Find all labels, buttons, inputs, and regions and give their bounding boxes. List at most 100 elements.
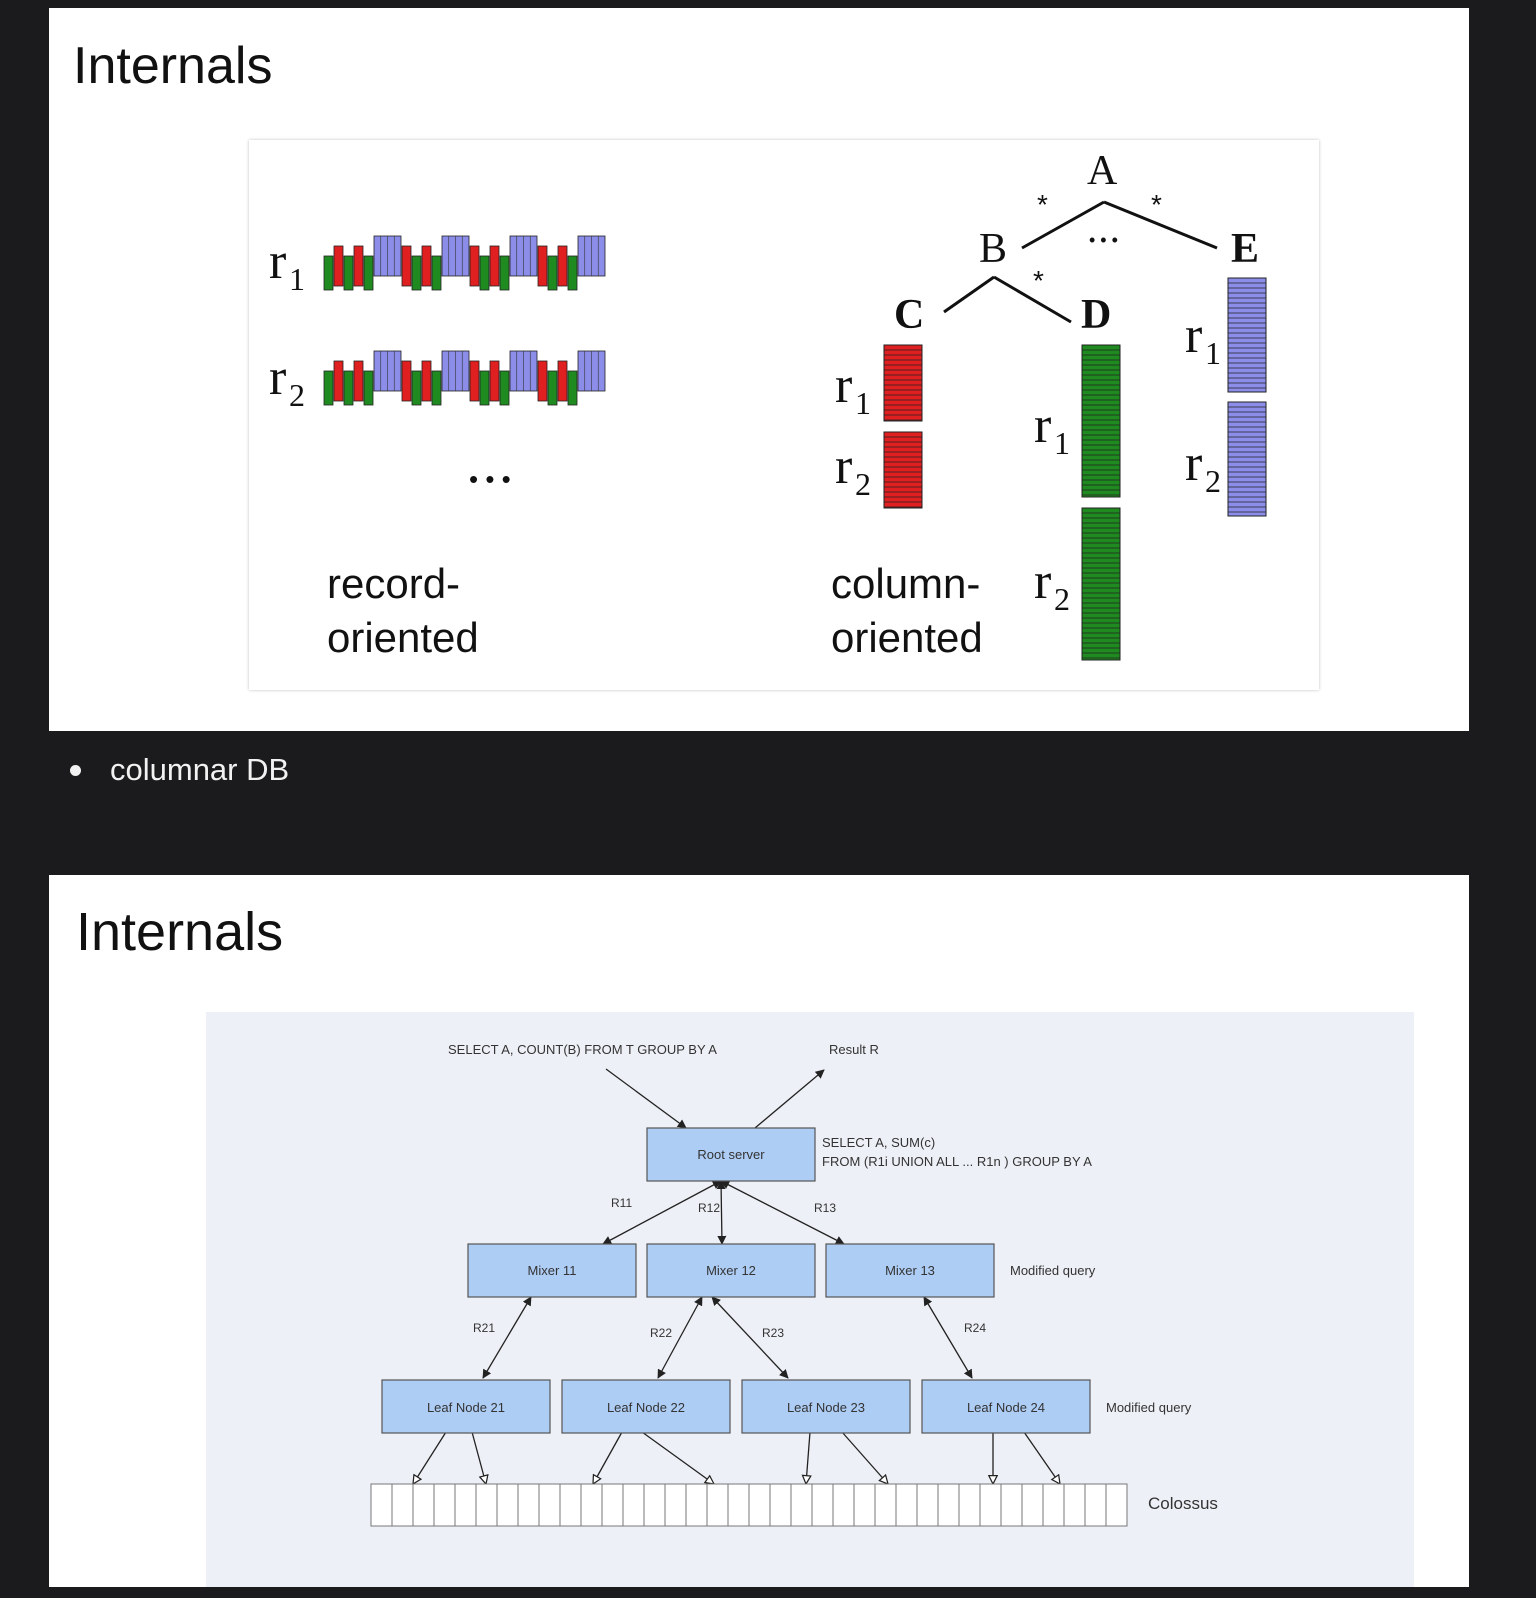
storage-cell [370, 1483, 393, 1527]
col-c-r2: r [835, 438, 852, 495]
storage-cell [559, 1483, 582, 1527]
col-c-r1-sub: 1 [855, 385, 871, 421]
record-field-block [333, 360, 344, 402]
record-field-block [567, 255, 578, 291]
bullet-item: columnar DB [70, 752, 289, 788]
storage-cell [874, 1483, 897, 1527]
edge-leaf23-storage-a [806, 1431, 810, 1484]
mixer-note: Modified query [1010, 1263, 1096, 1278]
col-c-r2-sub: 2 [855, 466, 871, 502]
col-d-r2: r [1034, 553, 1051, 610]
storage-cell [1000, 1483, 1023, 1527]
root-note-line1: SELECT A, SUM(c) [822, 1135, 935, 1150]
tree-edges [943, 200, 1218, 324]
mixer-12-rect [646, 1243, 816, 1298]
col-e-r1-sub: 1 [1205, 335, 1221, 371]
edge-label-r11: R11 [611, 1196, 632, 1210]
column-caption: column- oriented [831, 560, 983, 661]
storage-cell [832, 1483, 855, 1527]
node-c: C [894, 292, 924, 338]
col-d-r1: r [1034, 397, 1051, 454]
edge-mixer11-leaf21 [482, 1296, 532, 1379]
star-b-d: * [1033, 265, 1044, 296]
record-r1-label: r [269, 233, 286, 290]
storage-cell [685, 1483, 708, 1527]
slide-1: Internals r 1 r 2 • • • record- oriented [49, 8, 1469, 731]
record-field-block [401, 360, 412, 402]
storage-cell [1063, 1483, 1086, 1527]
col-d-r1-sub: 1 [1054, 425, 1070, 461]
mixer-13-label: Mixer 13 [885, 1263, 935, 1278]
record-field-block [489, 360, 500, 402]
record-field-block [353, 245, 364, 287]
storage-cell [958, 1483, 981, 1527]
record-caption: record- oriented [327, 560, 479, 661]
record-field-block [343, 255, 354, 291]
bullet-text: columnar DB [110, 752, 290, 787]
edge-label-r24: R24 [964, 1321, 986, 1335]
tree-ellipsis: • • • [1089, 230, 1118, 250]
edge-label-r13: R13 [814, 1201, 836, 1215]
record-field-block [557, 360, 568, 402]
record-field-block [431, 255, 442, 291]
record-field-block [499, 370, 510, 406]
edge-query-root [605, 1068, 687, 1129]
record-labels: r 1 r 2 [269, 233, 305, 413]
record-field-block [363, 370, 374, 406]
record-field-block [363, 255, 374, 291]
record-r2-sub: 2 [289, 377, 305, 413]
storage-cell [433, 1483, 456, 1527]
storage-cell [622, 1483, 645, 1527]
record-field-block [499, 255, 510, 291]
record-field-block [537, 245, 548, 287]
column-stacks [883, 277, 1267, 661]
record-field-block [557, 245, 568, 287]
root-server-rect [646, 1127, 816, 1182]
slide-2: Internals SELECT A, COUNT(B) FROM T GROU… [49, 875, 1469, 1587]
column-c-r1 [883, 344, 923, 422]
edge-root-mixer12 [716, 1180, 727, 1245]
storage-cell [916, 1483, 939, 1527]
mixer-12-label: Mixer 12 [706, 1263, 756, 1278]
edge-mixer13-leaf24 [923, 1296, 973, 1379]
record-field-block [323, 370, 334, 406]
leaf-24-label: Leaf Node 24 [967, 1400, 1045, 1415]
slide-title: Internals [76, 902, 284, 962]
column-c-r1-block [883, 344, 923, 422]
star-a-b: * [1037, 189, 1048, 220]
record-field-block [411, 370, 422, 406]
record-field-block [469, 245, 480, 287]
record-field-block [353, 360, 364, 402]
record-field-block [469, 360, 480, 402]
edge-label-r23: R23 [762, 1326, 784, 1340]
edge-label-r22: R22 [650, 1326, 672, 1340]
storage-cell [895, 1483, 918, 1527]
column-c-r2 [883, 431, 923, 509]
bullet-list: columnar DB [70, 752, 289, 788]
result-text: Result R [829, 1042, 879, 1057]
edge-leaf22-storage-b [641, 1431, 714, 1484]
edge-leaf22-storage-a [593, 1431, 623, 1484]
edge-b-c [943, 275, 995, 314]
record-caption-line2: oriented [327, 614, 479, 661]
edge-root-result [754, 1069, 825, 1129]
bullet-dot [70, 765, 81, 776]
storage-cell [706, 1483, 729, 1527]
leaf-21-rect [381, 1379, 551, 1434]
storage-cells [370, 1483, 1128, 1527]
edge-root-mixer13 [720, 1180, 845, 1245]
tree-stars: * * * [1033, 189, 1162, 296]
edge-leaf23-storage-b [841, 1431, 888, 1484]
record-rows [323, 235, 606, 406]
leaf-boxes: Leaf Node 21 Leaf Node 22 Leaf Node 23 L… [381, 1379, 1091, 1434]
record-r1-sub: 1 [289, 261, 305, 297]
record-field-block [323, 255, 334, 291]
storage-cell [538, 1483, 561, 1527]
mixer-boxes: Mixer 11 Mixer 12 Mixer 13 [467, 1243, 995, 1298]
edge-a-b [1021, 200, 1105, 250]
column-caption-line2: oriented [831, 614, 983, 661]
mixer-11-label: Mixer 11 [528, 1263, 577, 1278]
mixer-13-rect [825, 1243, 995, 1298]
col-e-r1: r [1185, 307, 1202, 364]
storage-cell [727, 1483, 750, 1527]
